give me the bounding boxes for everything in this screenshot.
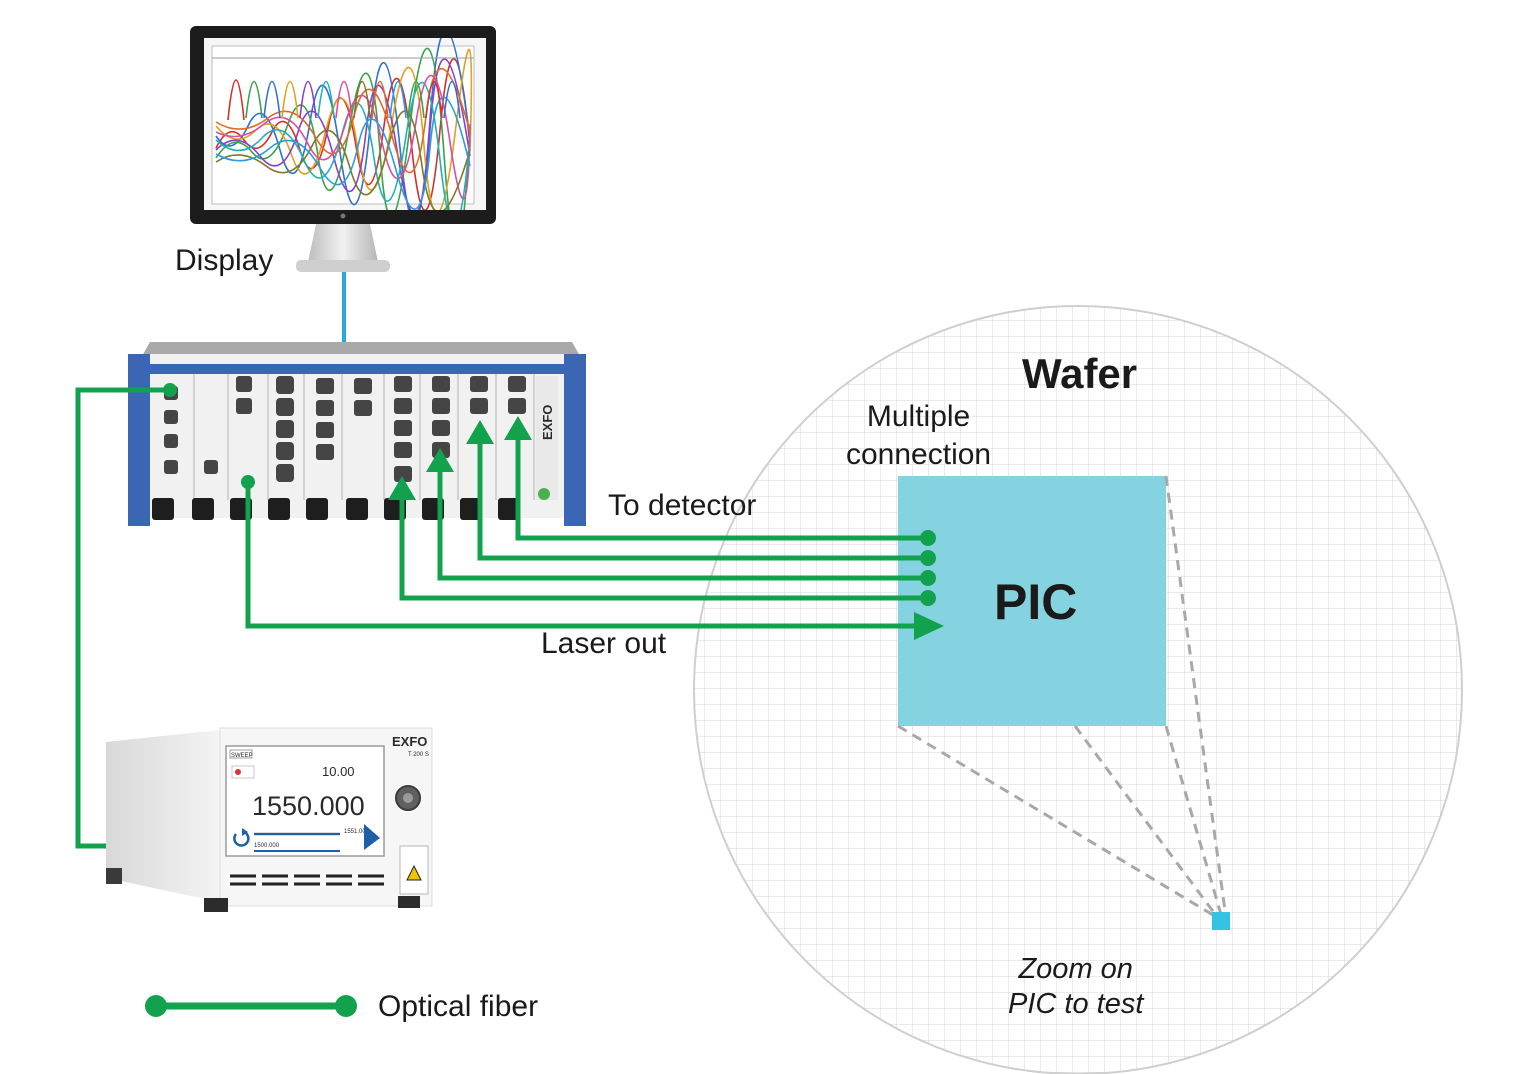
mainframe-brand: EXFO xyxy=(540,405,555,440)
wafer-label: Wafer xyxy=(1022,350,1138,397)
pic-label: PIC xyxy=(994,574,1078,630)
laser-stop-value: 1551.000 xyxy=(344,829,370,835)
laser-brand: EXFO xyxy=(392,734,427,749)
laser-start-value: 1500.000 xyxy=(254,843,280,849)
laser-power-readout: 10.00 xyxy=(322,764,355,779)
zoom-lines xyxy=(897,475,1228,920)
to-detector-label: To detector xyxy=(608,489,757,522)
multiple-connection-line2: connection xyxy=(846,438,992,471)
multiple-connection-label: Multiple connection xyxy=(846,398,991,474)
zoom-line1: Zoom on xyxy=(1018,953,1133,985)
chip-under-test-marker xyxy=(1212,912,1230,930)
optical-fiber-legend-label: Optical fiber xyxy=(378,990,539,1023)
fiber-arrowheads xyxy=(388,416,944,640)
laser-out-label: Laser out xyxy=(541,627,667,660)
laser-wavelength-readout: 1550.000 xyxy=(252,791,365,821)
laser-mode: SWEEP xyxy=(231,753,253,759)
optical-fibers xyxy=(75,387,928,849)
laser-warning-icon xyxy=(406,864,422,881)
laser-model: T 200 S xyxy=(408,752,429,758)
zoom-label: Zoom on PIC to test xyxy=(1008,952,1143,1022)
legend-optical-fiber-symbol xyxy=(145,995,357,1017)
laser-source-icon: SWEEP 10.00 1550.000 1500.000 1551.000 E… xyxy=(106,727,433,912)
multiple-connection-line1: Multiple xyxy=(866,400,971,433)
mainframe-icon: EXFO xyxy=(128,342,586,526)
fiber-endpoints xyxy=(163,383,936,606)
monitor-icon xyxy=(190,26,496,272)
pic-chip xyxy=(898,476,1166,726)
display-label: Display xyxy=(175,244,274,277)
zoom-line2: PIC to test xyxy=(1008,988,1144,1020)
